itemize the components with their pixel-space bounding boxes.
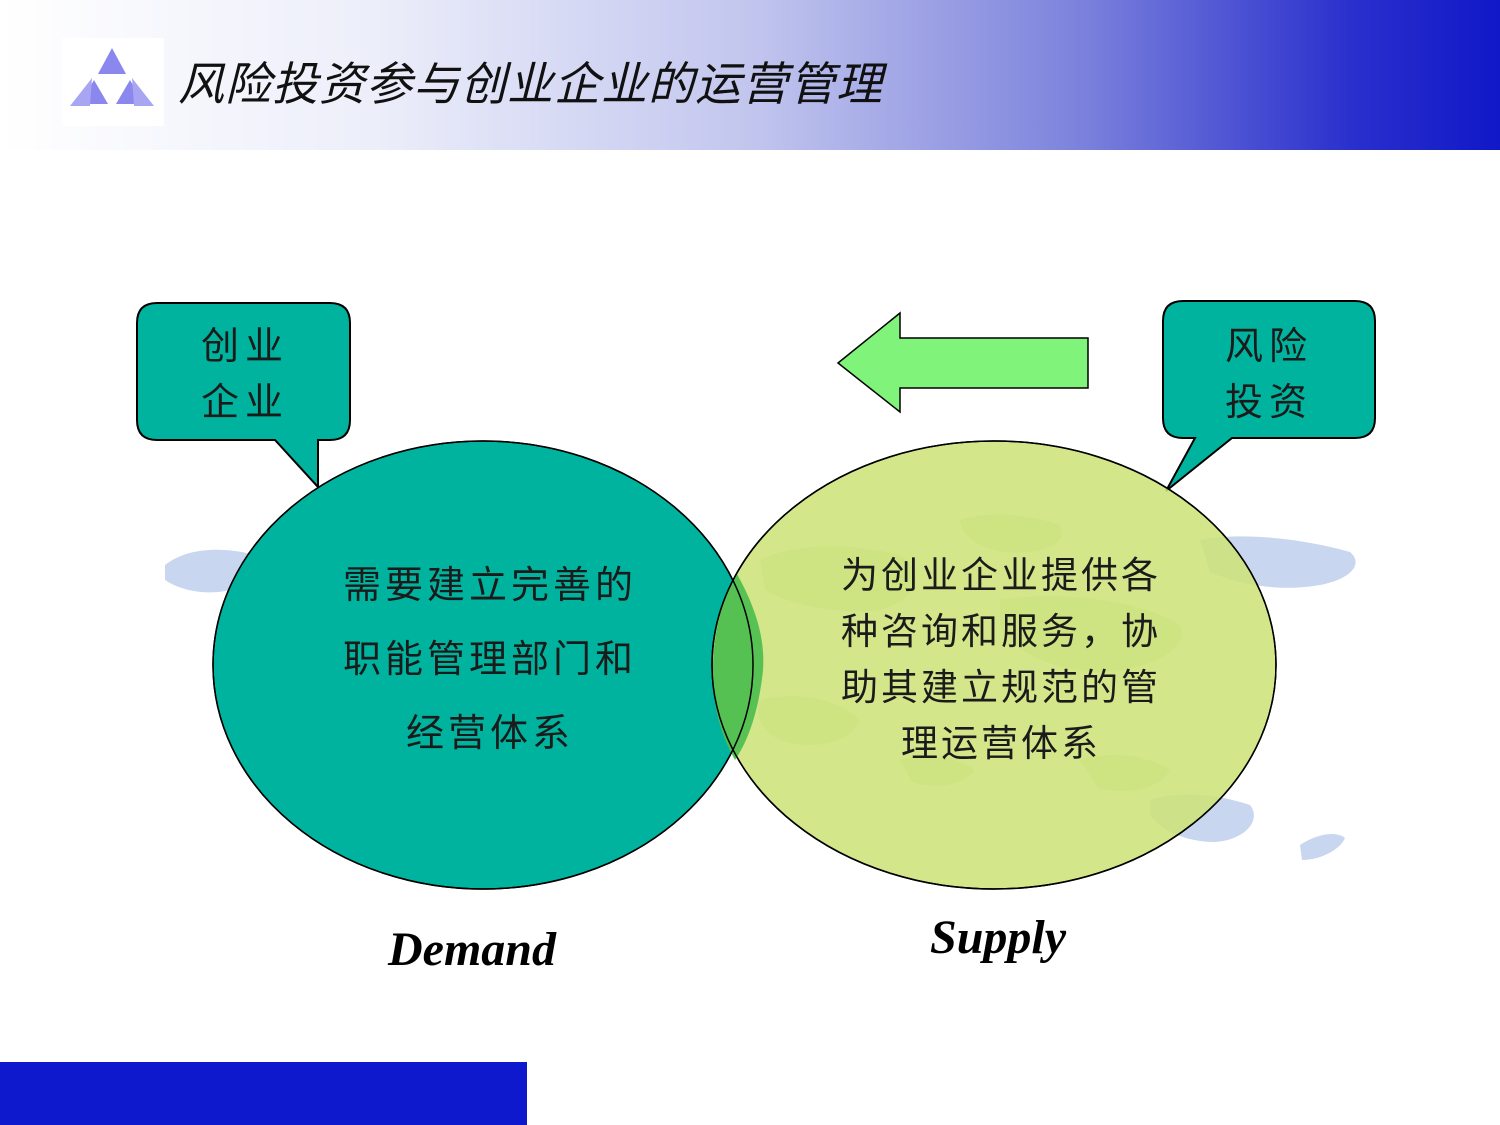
overlap-region <box>712 574 764 760</box>
page-title: 风险投资参与创业企业的运营管理 <box>178 57 883 111</box>
callout-left-line1: 创业 <box>200 324 289 368</box>
supply-line: 种咨询和服务，协 <box>841 610 1161 653</box>
left-arrow-icon <box>836 311 1089 414</box>
supply-label: Supply <box>930 911 1067 964</box>
callout-left-text: 创业 企业 <box>140 318 350 430</box>
logo <box>62 38 164 126</box>
callout-left <box>136 302 351 490</box>
supply-line: 助其建立规范的管 <box>841 666 1161 709</box>
callout-left-line2: 企业 <box>200 380 289 424</box>
demand-description: 需要建立完善的 职能管理部门和 经营体系 <box>300 548 680 770</box>
callout-right-text: 风险 投资 <box>1164 318 1374 430</box>
demand-line: 需要建立完善的 <box>342 563 637 607</box>
supply-line: 为创业企业提供各 <box>841 554 1161 597</box>
demand-line: 经营体系 <box>405 711 574 755</box>
callout-right <box>1162 300 1376 492</box>
supply-description: 为创业企业提供各 种咨询和服务，协 助其建立规范的管 理运营体系 <box>806 548 1196 772</box>
footer-bar <box>0 1062 527 1125</box>
callout-right-line1: 风险 <box>1224 324 1313 368</box>
triangle-logo-icon <box>70 48 154 106</box>
demand-line: 职能管理部门和 <box>342 637 637 681</box>
supply-line: 理运营体系 <box>901 722 1101 765</box>
demand-label: Demand <box>388 923 556 976</box>
header-bar <box>0 0 1500 150</box>
callout-right-line2: 投资 <box>1224 380 1313 424</box>
